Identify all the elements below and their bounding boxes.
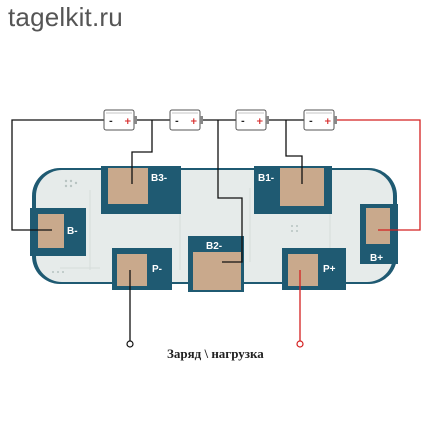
battery-cell-2: - + xyxy=(169,109,203,131)
site-watermark: tagelkit.ru xyxy=(8,2,123,32)
wire-b1-minus-drop xyxy=(285,120,303,184)
pad-b1-minus-label: B1- xyxy=(258,173,274,184)
terminal-p-plus xyxy=(296,340,304,348)
cell-1-minus: - xyxy=(109,117,113,127)
wire-b3-minus-drop xyxy=(131,120,153,184)
cell-1-plus: + xyxy=(124,117,132,127)
caption-charge-load: Заряд \ нагрузка xyxy=(167,346,264,361)
cell-2-minus: - xyxy=(175,117,179,127)
pad-b-plus-label: B+ xyxy=(370,253,383,264)
battery-cell-1: - + xyxy=(103,109,137,131)
terminal-p-minus xyxy=(126,340,134,348)
via-dots xyxy=(52,179,298,273)
wire-b2-minus-drop xyxy=(217,120,243,263)
wire-b-plus xyxy=(336,119,421,231)
pad-p-minus-label: P- xyxy=(152,264,162,275)
pad-b2-minus-label: B2- xyxy=(206,241,222,252)
cell-2-plus: + xyxy=(190,117,198,127)
cell-3-plus: + xyxy=(256,117,264,127)
cell-4-minus: - xyxy=(309,117,313,127)
cell-4-plus: + xyxy=(324,117,332,127)
cell-3-minus: - xyxy=(241,117,245,127)
wire-b-minus xyxy=(11,119,104,231)
pad-b-plus xyxy=(366,208,390,244)
pad-b-minus xyxy=(38,214,64,248)
pad-p-minus xyxy=(117,254,147,286)
red-wires xyxy=(299,119,421,342)
pad-b3-minus xyxy=(108,168,148,204)
black-wires xyxy=(11,119,304,342)
pad-b-minus-label: B- xyxy=(67,226,78,237)
pad-p-plus-label: P+ xyxy=(323,264,336,275)
pad-b2-minus xyxy=(193,252,241,290)
battery-cell-3: - + xyxy=(235,109,269,131)
pad-p-plus xyxy=(288,254,318,286)
pad-b3-minus-label: B3- xyxy=(151,173,167,184)
battery-cell-4: - + xyxy=(303,109,337,131)
